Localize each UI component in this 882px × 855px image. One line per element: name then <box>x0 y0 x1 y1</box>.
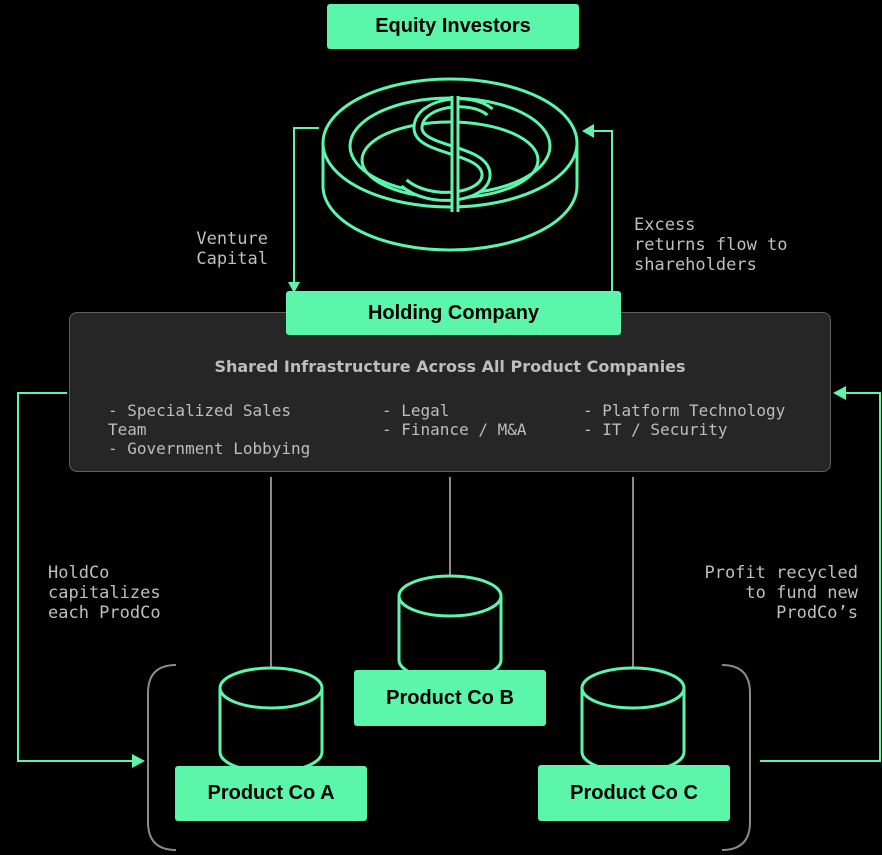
product-co-c-box: Product Co C <box>538 765 730 821</box>
arrowhead-right-icon <box>132 754 145 768</box>
dollar-coin-icon <box>321 77 579 252</box>
panel-title: Shared Infrastructure Across All Product… <box>214 357 686 376</box>
product-group-bracket <box>147 664 751 851</box>
excess-returns-connector <box>584 130 613 292</box>
profit-recycled-connector <box>760 392 881 762</box>
database-cylinder-icon <box>580 666 686 774</box>
shared-infrastructure-panel: Shared Infrastructure Across All Product… <box>69 312 831 472</box>
product-co-b-box: Product Co B <box>354 670 546 726</box>
arrowhead-left-icon <box>582 124 594 138</box>
arrowhead-down-icon <box>288 282 300 293</box>
venture-capital-connector <box>293 127 319 284</box>
arrowhead-left-icon <box>833 386 846 400</box>
holdco-capitalizes-connector <box>17 392 138 762</box>
infra-column-2: - Legal- Finance / M&A <box>382 401 527 439</box>
database-cylinder-icon <box>218 666 324 774</box>
equity-investors-box: Equity Investors <box>327 4 579 49</box>
product-co-a-box: Product Co A <box>175 766 367 821</box>
database-cylinder-icon <box>397 574 503 682</box>
holding-company-box: Holding Company <box>286 291 621 335</box>
infra-column-3: - Platform Technology- IT / Security <box>583 401 786 439</box>
